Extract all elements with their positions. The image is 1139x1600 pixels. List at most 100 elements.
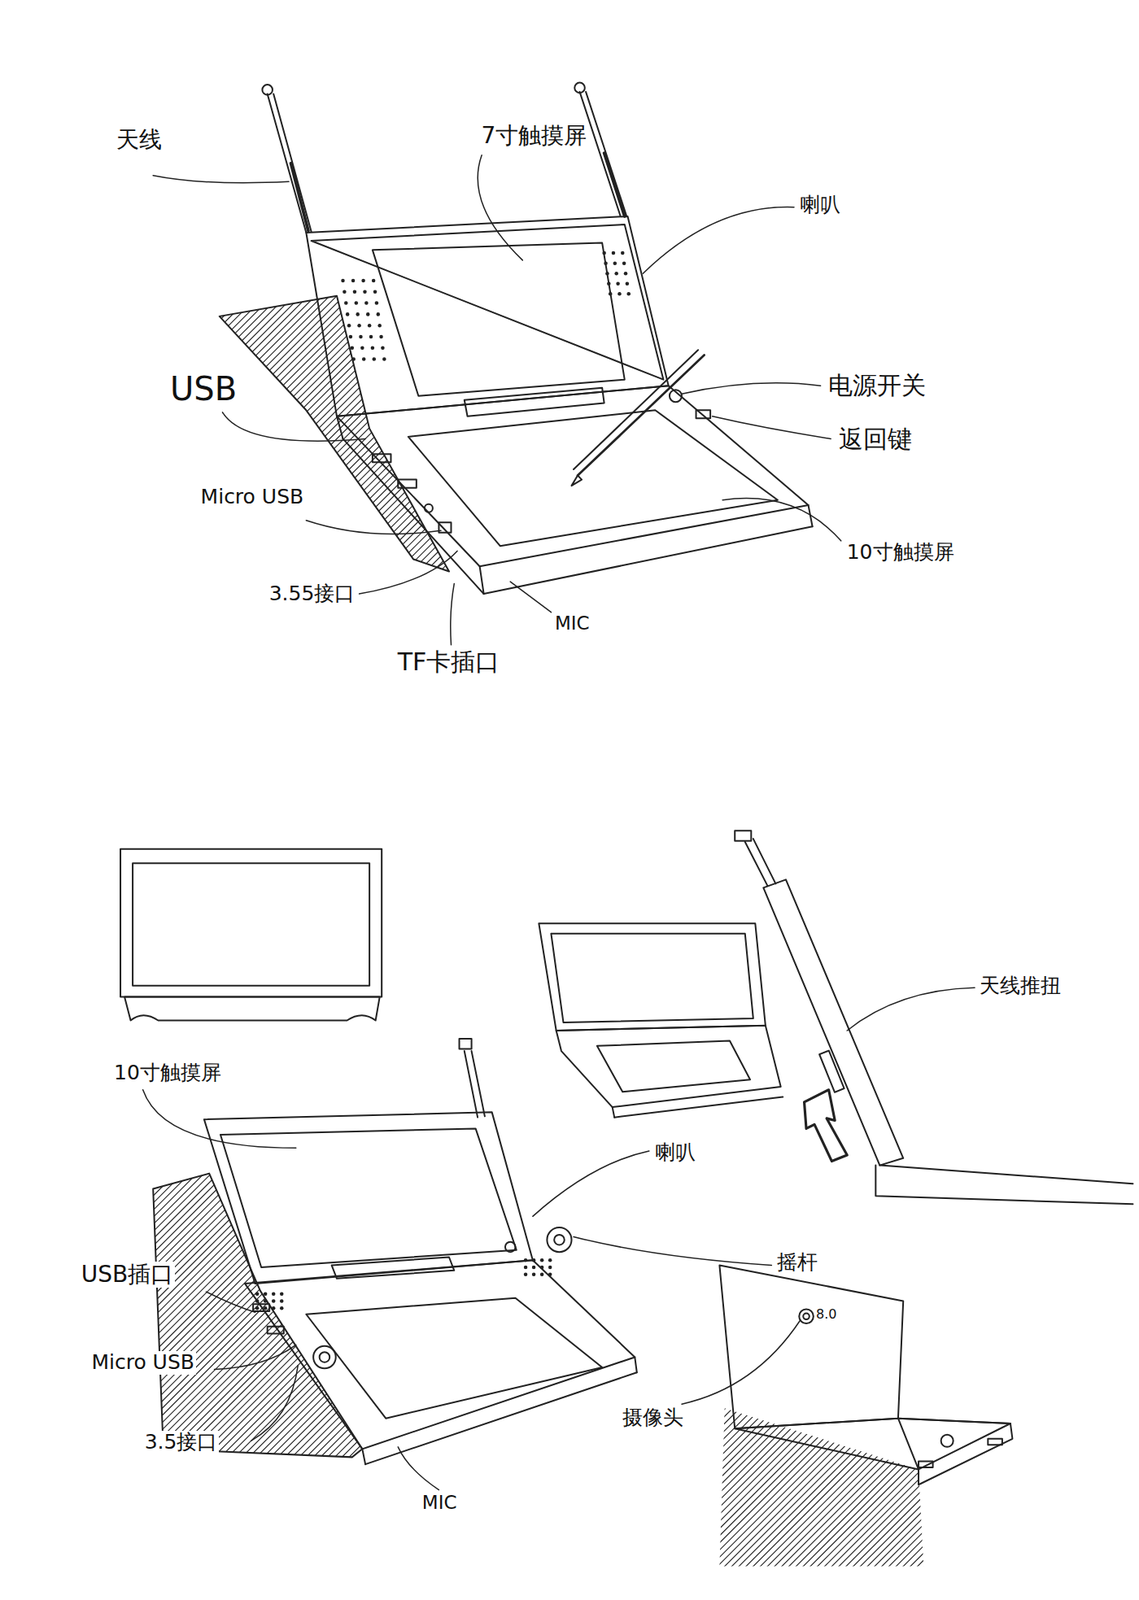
hatch-line (448, 285, 755, 592)
hatch-line (329, 1163, 636, 1470)
speaker-hole (279, 1299, 284, 1304)
speaker-hole (540, 1273, 545, 1278)
antenna-detail (734, 830, 1133, 1205)
hatch-line (315, 1163, 622, 1470)
hatch-line (412, 285, 719, 592)
speaker-hole (606, 281, 611, 286)
hatch-line (272, 1163, 579, 1470)
speaker-hole (608, 292, 613, 297)
hatch-line (376, 285, 683, 592)
speaker-hole (523, 1273, 529, 1278)
hatch-line (265, 1163, 572, 1470)
speaker-hole (382, 357, 387, 362)
part-label: MIC (420, 1492, 459, 1514)
hatch-line (805, 1398, 979, 1572)
hatch-line (798, 1398, 972, 1572)
hatch-line (0, 285, 283, 592)
speaker-hole (617, 292, 622, 297)
hatch-line (0, 1163, 144, 1470)
hatch-line (219, 285, 526, 592)
bottom-device (152, 1038, 638, 1465)
speaker-hole (605, 271, 610, 276)
hatch-line (140, 285, 447, 592)
hatch-line (12, 285, 319, 592)
hatch-line (351, 1163, 658, 1470)
hatch-line (0, 1163, 279, 1470)
speaker-hole (271, 1306, 276, 1311)
hatch-line (826, 1398, 1000, 1572)
speaker-hole (540, 1258, 545, 1263)
hatch-line (291, 285, 598, 592)
hatch-line (0, 1163, 193, 1470)
speaker-hole (611, 251, 616, 256)
speaker-hole (620, 251, 625, 256)
hatch-line (369, 285, 676, 592)
hatch-line (333, 285, 640, 592)
hatch-line (301, 1163, 607, 1470)
speaker-hole (271, 1291, 276, 1297)
part-label: 摇杆 (775, 1251, 820, 1275)
speaker-hole (523, 1258, 529, 1263)
speaker-hole (263, 1299, 268, 1304)
speaker-hole (364, 301, 369, 306)
hatch-line (244, 1163, 550, 1470)
hatch-line (119, 285, 426, 592)
speaker-hole (344, 301, 349, 306)
hatch-line (419, 285, 726, 592)
speaker-hole (625, 281, 630, 286)
speaker-hole (345, 312, 350, 317)
hatch-line (55, 285, 362, 592)
speaker-hole (360, 346, 365, 351)
part-label: Micro USB (199, 485, 306, 510)
hatch-line (229, 1163, 536, 1470)
hatch-line (0, 285, 297, 592)
hatch-line (898, 1398, 1072, 1572)
hatch-line (183, 285, 490, 592)
part-label: 返回键 (837, 425, 914, 454)
hatch-line (0, 1163, 158, 1470)
speaker-hole (622, 261, 627, 266)
hatch-line (541, 1398, 715, 1572)
part-label: Micro USB (89, 1351, 197, 1375)
hatch-line (0, 285, 248, 592)
hatch-line (384, 285, 690, 592)
speaker-hole (370, 346, 376, 351)
hatch-line (912, 1398, 1087, 1572)
part-label: 3.55接口 (267, 582, 358, 607)
speaker-hole (263, 1291, 268, 1297)
speaker-hole (279, 1306, 284, 1311)
speaker-hole (349, 335, 354, 340)
hatch-line (819, 1398, 993, 1572)
part-label: 电源开关 (826, 371, 928, 401)
hatch-line (426, 285, 733, 592)
hatch-line (405, 285, 712, 592)
hatch-line (126, 285, 433, 592)
top-device (219, 82, 813, 594)
hatch-line (208, 1163, 515, 1470)
hatch-lines (0, 285, 769, 592)
speaker-hole (379, 335, 384, 340)
hatch-line (890, 1398, 1065, 1572)
hatch-lines (541, 1398, 1100, 1572)
hatch-line (0, 285, 262, 592)
part-label: 喇叭 (653, 1141, 698, 1166)
speaker-hole (548, 1258, 553, 1263)
hatch-line (0, 1163, 222, 1470)
speaker-hole (353, 290, 358, 295)
hatch-line (440, 285, 747, 592)
hatch-line (0, 285, 219, 592)
hatch-line (0, 285, 233, 592)
hatch-line (926, 1398, 1100, 1572)
speaker-hole (362, 357, 367, 362)
hatch-line (133, 285, 440, 592)
hatch-line (0, 1163, 150, 1470)
hatch-line (200, 1163, 507, 1470)
hatch-line (279, 1163, 586, 1470)
speaker-hole (548, 1265, 553, 1270)
hatch-line (33, 285, 340, 592)
part-label: 7寸触摸屏 (480, 122, 590, 149)
hatch-line (193, 1163, 500, 1470)
speaker-hole (355, 312, 360, 317)
hatch-line (344, 1163, 651, 1470)
